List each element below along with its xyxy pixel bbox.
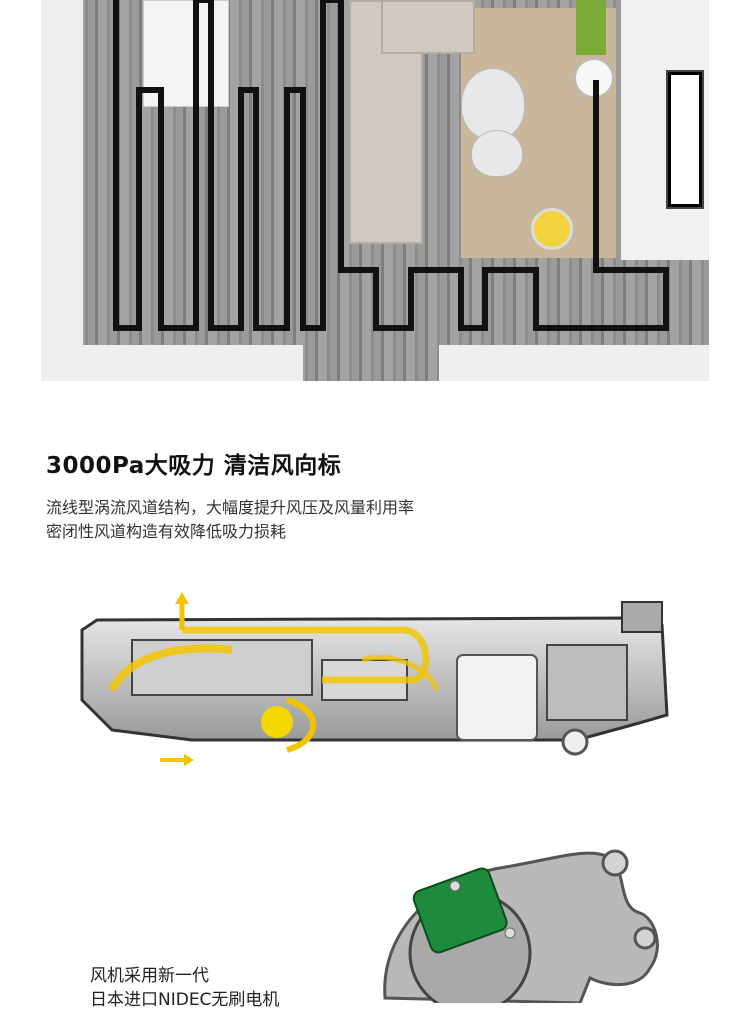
section-heading: 3000Pa大吸力 清洁风向标 [46,453,342,479]
floor-plan-image [41,0,709,381]
airflow-cross-section [80,592,669,766]
description-line-1: 流线型涡流风道结构，大幅度提升风压及风量利用率 [46,498,415,517]
coffee-table [461,68,525,140]
motor-caption-line-1: 风机采用新一代 [90,966,209,986]
side-lamp [531,208,573,250]
cleaning-path [113,0,669,331]
fan-motor-image [383,849,659,1003]
motor-caption: 风机采用新一代 日本进口NIDEC无刷电机 [90,964,279,1012]
motor-caption-line-2: 日本进口NIDEC无刷电机 [90,990,280,1010]
description-line-2: 密闭性风道构造有效降低吸力损耗 [46,522,287,541]
left-wall [41,0,83,345]
green-mat [576,0,606,55]
bottom-left-wall [41,345,303,381]
tv [666,70,704,209]
coffee-table-small [471,130,523,177]
sofa-top [381,0,475,54]
bottom-right-wall [439,345,709,381]
section-description: 流线型涡流风道结构，大幅度提升风压及风量利用率 密闭性风道构造有效降低吸力损耗 [46,496,414,544]
